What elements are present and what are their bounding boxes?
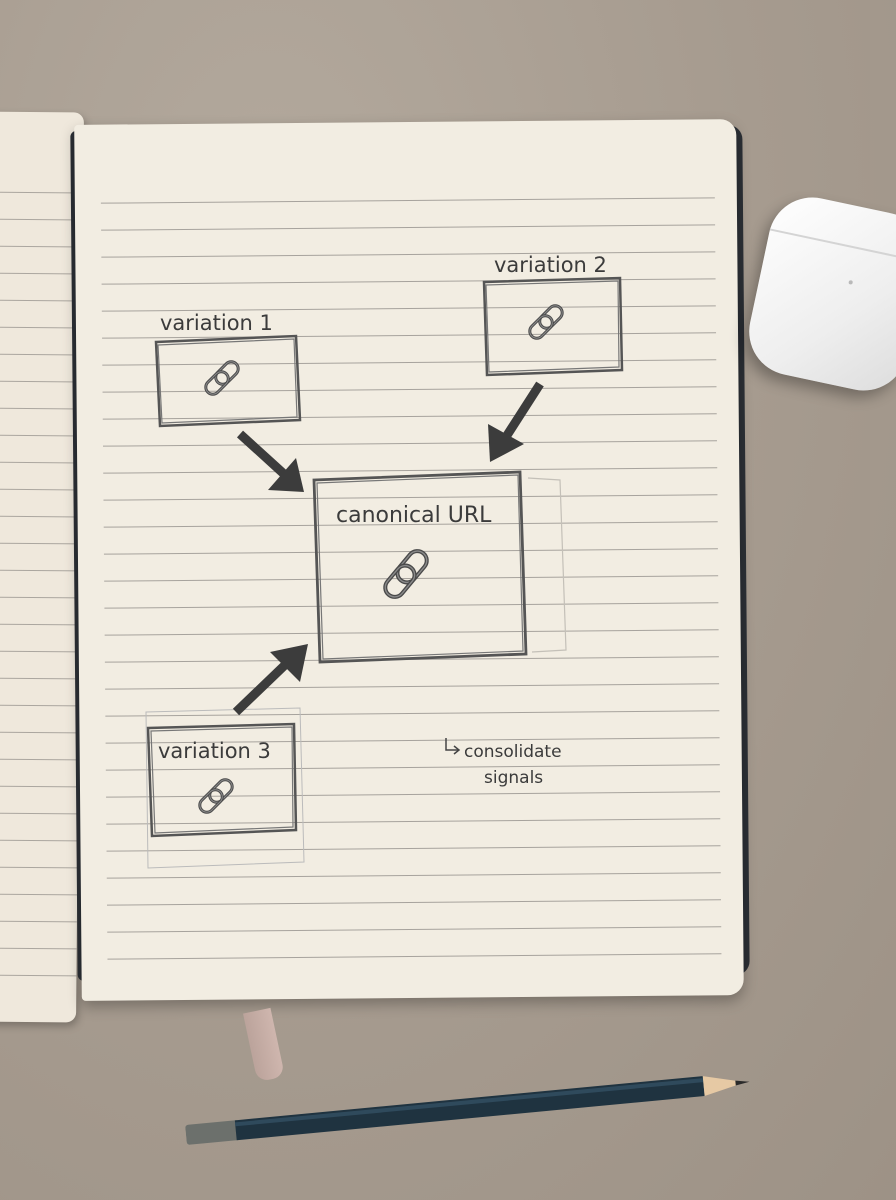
chain-link-icon bbox=[201, 357, 243, 399]
arrow-variation-2-to-canonical bbox=[488, 381, 544, 462]
signals-label: signals bbox=[484, 768, 543, 788]
arrow-variation-1-to-canonical bbox=[236, 430, 304, 492]
consolidate-label: consolidate bbox=[464, 742, 562, 762]
variation-2-label: variation 2 bbox=[494, 253, 607, 277]
chain-link-icon bbox=[381, 547, 430, 601]
variation-2-node: variation 2 bbox=[482, 253, 624, 377]
canonical-url-label: canonical URL bbox=[336, 503, 492, 528]
variation-3-node: variation 3 bbox=[145, 707, 305, 869]
variation-1-label: variation 1 bbox=[160, 311, 273, 335]
hook-arrow-icon bbox=[445, 738, 458, 751]
pencil bbox=[185, 1076, 750, 1145]
arrow-variation-3-to-canonical bbox=[232, 644, 308, 716]
earbuds-case-lid bbox=[769, 228, 896, 264]
earbuds-case-led bbox=[848, 280, 854, 285]
chain-link-icon bbox=[195, 775, 237, 817]
consolidate-note: consolidate signals bbox=[445, 738, 562, 788]
chain-link-icon bbox=[525, 301, 567, 343]
variation-1-node: variation 1 bbox=[154, 311, 302, 428]
variation-3-label: variation 3 bbox=[158, 739, 271, 763]
canonical-url-node: canonical URL bbox=[312, 470, 567, 664]
